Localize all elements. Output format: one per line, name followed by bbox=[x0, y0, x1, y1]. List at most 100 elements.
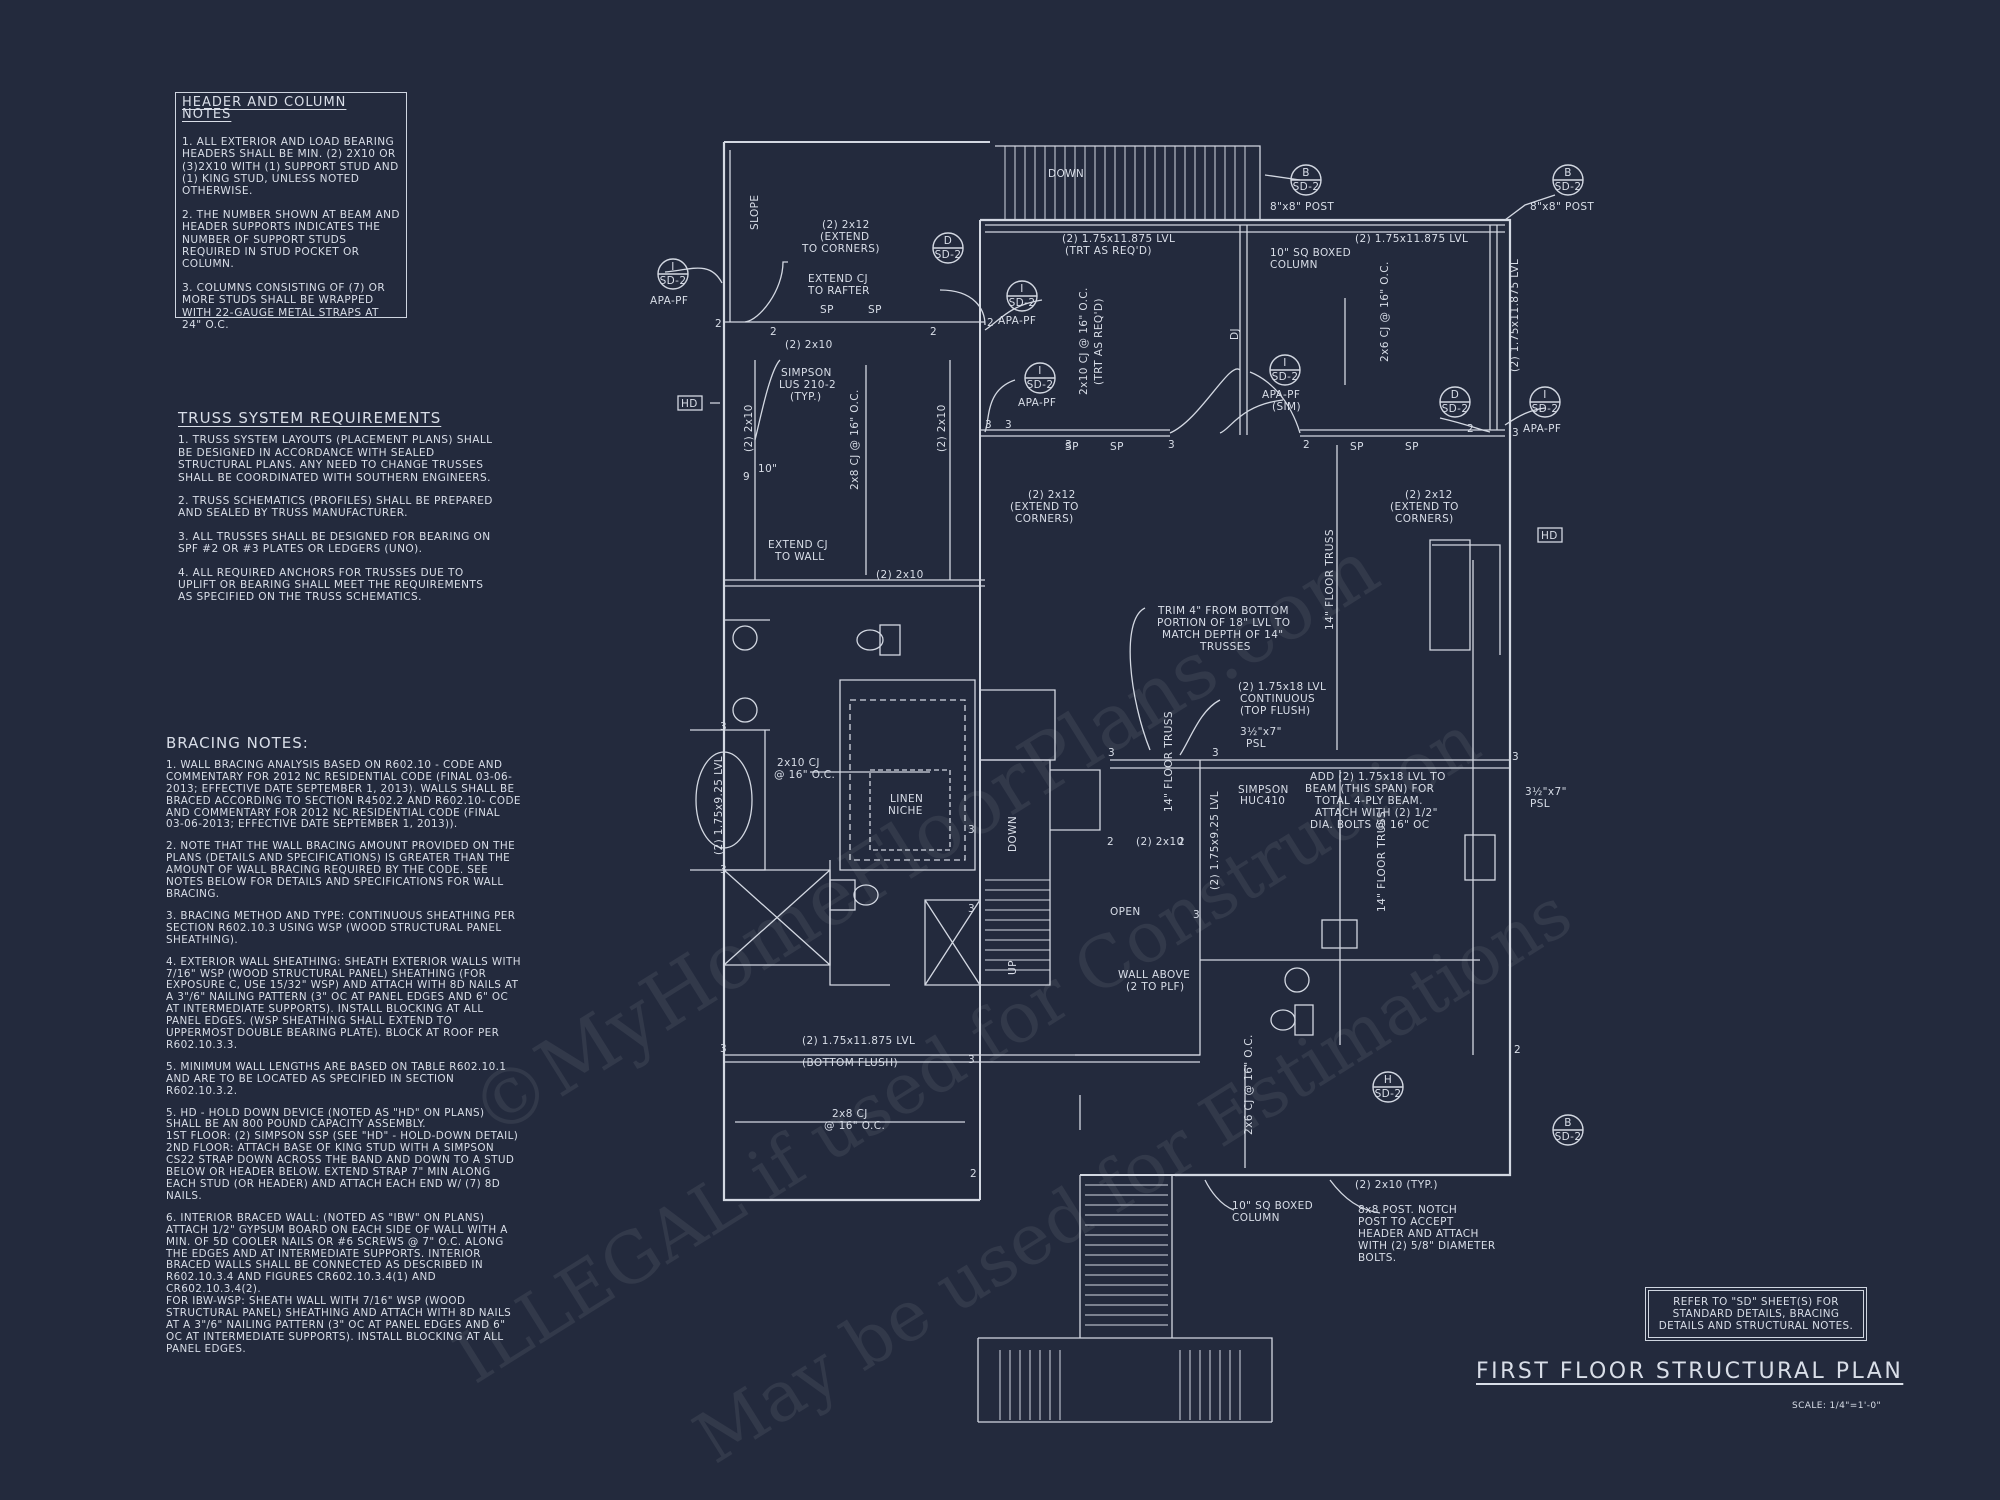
label-post-note: BOLTS. bbox=[1358, 1252, 1397, 1264]
support-count: 2 bbox=[715, 318, 722, 330]
label-ceiling-joist: 2x6 CJ @ 16" O.C. bbox=[1379, 261, 1391, 362]
label-header: (EXTEND TO bbox=[1010, 501, 1079, 513]
label-add-lvl-note: DIA. BOLTS @ 16" OC bbox=[1310, 819, 1430, 831]
label-open: OPEN bbox=[1110, 906, 1141, 918]
detail-tag-sheet: SD-2 bbox=[1272, 371, 1299, 383]
detail-tag-letter: I bbox=[1038, 365, 1042, 377]
support-count: 3 bbox=[1212, 747, 1219, 759]
label-hold-down: HD bbox=[1541, 530, 1558, 542]
bracing-note: 1. WALL BRACING ANALYSIS BASED ON R602.1… bbox=[166, 758, 521, 831]
label-ceiling-joist: @ 16" O.C. bbox=[824, 1120, 885, 1132]
label-lvl-vertical: (2) 1.75x9.25 LVL bbox=[1209, 791, 1221, 890]
support-count: 2 bbox=[1107, 836, 1114, 848]
label-add-lvl-note: TOTAL 4-PLY BEAM. bbox=[1314, 795, 1423, 807]
detail-tag-sheet: SD-2 bbox=[1532, 403, 1559, 415]
label-header: (2) 2x12 bbox=[822, 219, 870, 231]
label-floor-truss: 14" FLOOR TRUSS bbox=[1376, 811, 1388, 912]
label-apa-pf-sim: (SIM) bbox=[1272, 401, 1301, 413]
label-trim-note: TRUSSES bbox=[1199, 641, 1251, 653]
label-post: 8"x8" POST bbox=[1530, 201, 1594, 213]
support-count: 2 bbox=[1514, 1044, 1521, 1056]
support-count: 3 bbox=[1193, 909, 1200, 921]
label-sp: SP bbox=[1405, 441, 1419, 453]
label-apa-pf: APA-PF bbox=[650, 295, 688, 307]
label-header: (2) 2x10 bbox=[876, 569, 924, 581]
label-extend-cj: EXTEND CJ bbox=[768, 539, 828, 551]
label-sp: SP bbox=[868, 304, 882, 316]
label-lvl-vertical: (2) 1.75x9.25 LVL bbox=[713, 756, 725, 855]
support-count: 3 bbox=[720, 1043, 727, 1055]
label-lvl: (2) 1.75x18 LVL bbox=[1238, 681, 1326, 693]
label-apa-pf: APA-PF bbox=[1262, 389, 1300, 401]
detail-tag-letter: I bbox=[1543, 389, 1547, 401]
bracing-note: 2. NOTE THAT THE WALL BRACING AMOUNT PRO… bbox=[166, 840, 516, 900]
label-apa-pf: APA-PF bbox=[998, 315, 1036, 327]
label-sp: SP bbox=[1350, 441, 1364, 453]
support-count: 3 bbox=[1512, 751, 1519, 763]
label-header: (EXTEND TO bbox=[1390, 501, 1459, 513]
label-lvl: (TOP FLUSH) bbox=[1240, 705, 1311, 717]
bracing-notes: BRACING NOTES: 1. WALL BRACING ANALYSIS … bbox=[166, 736, 521, 1366]
detail-tag-letter: H bbox=[1384, 1074, 1392, 1086]
detail-tag-letter: B bbox=[1564, 167, 1572, 179]
label-linen-niche: NICHE bbox=[888, 805, 923, 817]
label-psl: PSL bbox=[1246, 738, 1266, 750]
detail-tag-sheet: SD-2 bbox=[1442, 403, 1469, 415]
label-add-lvl-note: ATTACH WITH (2) 1/2" bbox=[1315, 807, 1438, 819]
label-header: CORNERS) bbox=[1015, 513, 1074, 525]
label-lvl: CONTINUOUS bbox=[1240, 693, 1315, 705]
label-lvl: (2) 1.75x11.875 LVL bbox=[1062, 233, 1175, 245]
label-boxed-column: COLUMN bbox=[1232, 1212, 1280, 1224]
bracing-note: 6. INTERIOR BRACED WALL: (NOTED AS "IBW"… bbox=[166, 1211, 512, 1355]
label-lvl-vertical: (2) 1.75x11.875 LVL bbox=[1509, 259, 1521, 372]
label-sp: SP bbox=[1065, 441, 1079, 453]
truss-title: TRUSS SYSTEM REQUIREMENTS bbox=[178, 409, 442, 427]
label-trim-note: MATCH DEPTH OF 14" bbox=[1162, 629, 1284, 641]
label-ceiling-joist: 2x10 CJ @ 16" O.C. bbox=[1078, 287, 1090, 395]
detail-tag-letter: D bbox=[944, 235, 953, 247]
label-ceiling-joist: 2x8 CJ bbox=[832, 1108, 868, 1120]
support-count: 3 bbox=[720, 864, 727, 876]
truss-requirements: TRUSS SYSTEM REQUIREMENTS 1. TRUSS SYSTE… bbox=[178, 409, 498, 615]
label-apa-pf: APA-PF bbox=[1018, 397, 1056, 409]
label-lvl: (2) 1.75x11.875 LVL bbox=[1355, 233, 1468, 245]
label-stair-down: DOWN bbox=[1007, 816, 1019, 852]
support-count: 2 bbox=[1178, 836, 1185, 848]
bracing-note: 4. EXTERIOR WALL SHEATHING: SHEATH EXTER… bbox=[166, 955, 521, 1051]
refer-note: REFER TO "SD" SHEET(S) FOR STANDARD DETA… bbox=[1645, 1287, 1867, 1341]
label-post-note: HEADER AND ATTACH bbox=[1358, 1228, 1479, 1240]
bracing-note: 3. BRACING METHOD AND TYPE: CONTINUOUS S… bbox=[166, 909, 516, 946]
label-add-lvl-note: BEAM (THIS SPAN) FOR bbox=[1305, 783, 1434, 795]
header-note: 1. ALL EXTERIOR AND LOAD BEARING HEADERS… bbox=[182, 135, 399, 198]
label-header: (EXTEND bbox=[820, 231, 870, 243]
truss-note: 3. ALL TRUSSES SHALL BE DESIGNED FOR BEA… bbox=[178, 530, 491, 556]
support-count: 3 bbox=[985, 419, 992, 431]
label-simpson: LUS 210-2 bbox=[779, 379, 836, 391]
support-count: 3 bbox=[720, 721, 727, 733]
label-sp: SP bbox=[820, 304, 834, 316]
label-hold-down: HD bbox=[681, 398, 698, 410]
truss-note: 4. ALL REQUIRED ANCHORS FOR TRUSSES DUE … bbox=[178, 566, 484, 604]
header-column-notes: HEADER AND COLUMN NOTES 1. ALL EXTERIOR … bbox=[175, 92, 407, 331]
label-header: CORNERS) bbox=[1395, 513, 1454, 525]
label-post-note: POST TO ACCEPT bbox=[1358, 1216, 1454, 1228]
label-boxed-column: 10" SQ BOXED bbox=[1232, 1200, 1313, 1212]
detail-tag-letter: I bbox=[1020, 283, 1024, 295]
label-header: TO CORNERS) bbox=[801, 243, 880, 255]
truss-note: 2. TRUSS SCHEMATICS (PROFILES) SHALL BE … bbox=[178, 495, 493, 520]
label-extend-cj: EXTEND CJ bbox=[808, 273, 868, 285]
support-count: 3 bbox=[1168, 439, 1175, 451]
detail-tag-letter: B bbox=[1564, 1117, 1572, 1129]
label-linen-niche: LINEN bbox=[890, 793, 923, 805]
label-trim-note: TRIM 4" FROM BOTTOM bbox=[1157, 605, 1289, 617]
truss-note: 1. TRUSS SYSTEM LAYOUTS (PLACEMENT PLANS… bbox=[178, 434, 493, 484]
bracing-note: 5. MINIMUM WALL LENGTHS ARE BASED ON TAB… bbox=[166, 1060, 507, 1097]
label-header: (2) 2x12 bbox=[1028, 489, 1076, 501]
label-header-vertical: (2) 2x10 bbox=[743, 404, 755, 452]
detail-tag-sheet: SD-2 bbox=[1293, 181, 1320, 193]
label-apa-pf: APA-PF bbox=[1523, 423, 1561, 435]
bracing-note: 5. HD - HOLD DOWN DEVICE (NOTED AS "HD" … bbox=[166, 1106, 519, 1202]
label-psl: PSL bbox=[1530, 798, 1550, 810]
label-post-note: 8x8 POST. NOTCH bbox=[1358, 1204, 1457, 1216]
